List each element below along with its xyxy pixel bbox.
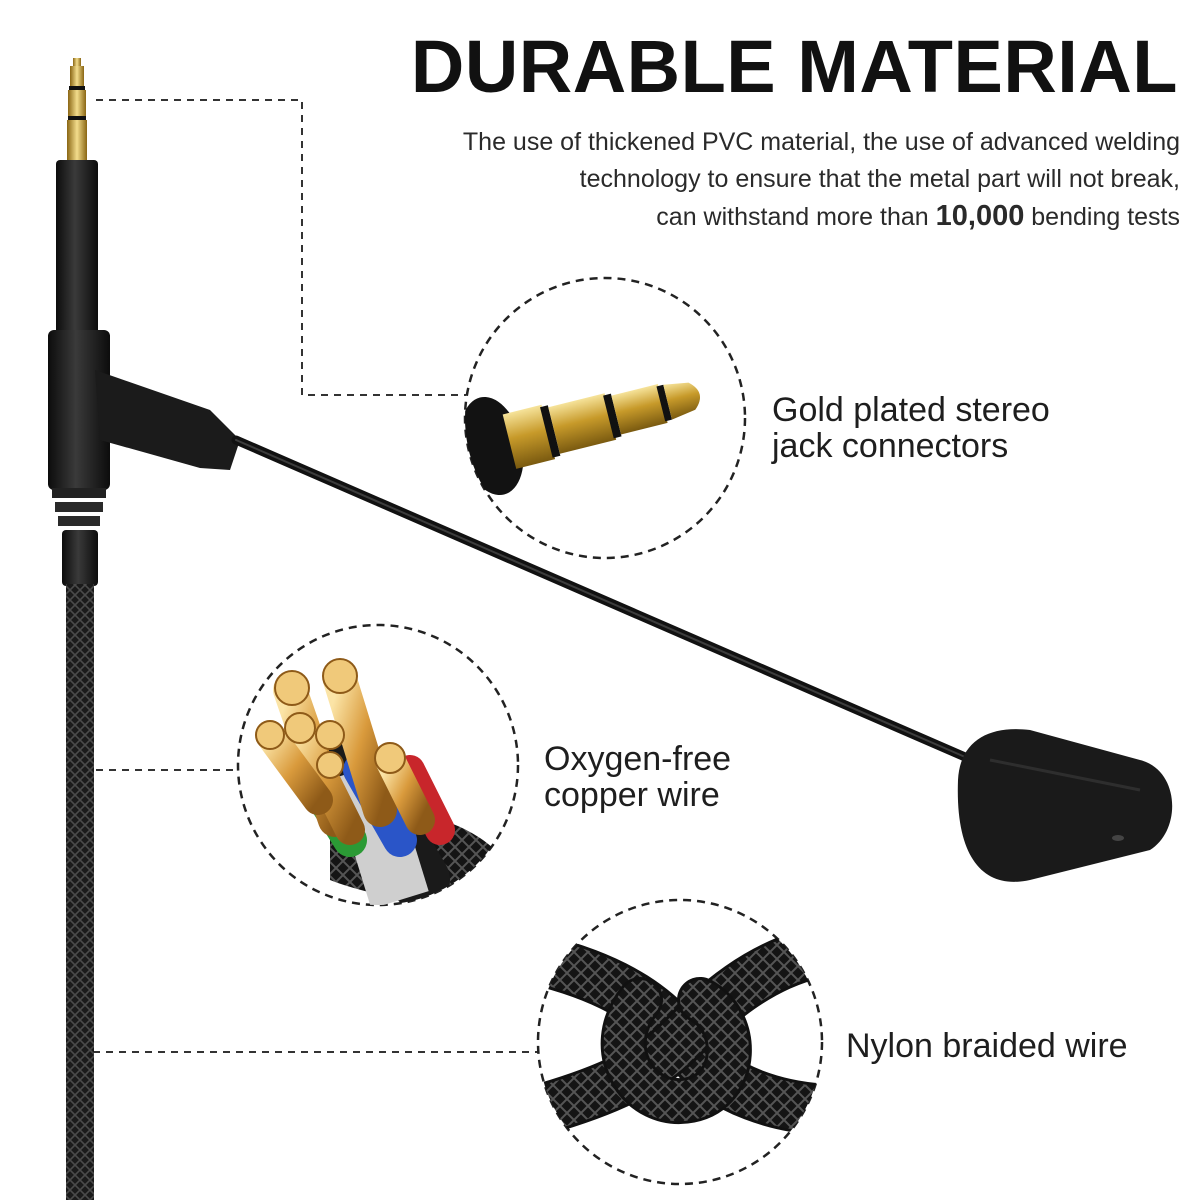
jack-plug-icon bbox=[48, 58, 110, 586]
nylon-braid-closeup-icon bbox=[536, 898, 824, 1186]
description: The use of thickened PVC material, the u… bbox=[320, 124, 1180, 236]
callout-copper-line-2: copper wire bbox=[544, 776, 720, 814]
leader-lines bbox=[80, 99, 540, 1053]
description-line-3: can withstand more than 10,000 bending t… bbox=[320, 198, 1180, 236]
bending-count: 10,000 bbox=[935, 200, 1025, 232]
description-line-1: The use of thickened PVC material, the u… bbox=[462, 128, 1180, 156]
boom-mic-icon bbox=[95, 370, 1173, 882]
description-line-2: technology to ensure that the metal part… bbox=[579, 165, 1180, 193]
callout-nylon-braid: Nylon braided wire bbox=[846, 1028, 1176, 1064]
copper-wire-closeup-icon bbox=[236, 623, 520, 907]
braided-cable-icon bbox=[66, 584, 94, 1200]
callout-nylon-line-1: Nylon braided wire bbox=[846, 1027, 1128, 1065]
callout-copper-wire: Oxygen-free copper wire bbox=[544, 741, 804, 813]
description-line-3-pre: can withstand more than bbox=[656, 203, 936, 231]
callout-copper-line-1: Oxygen-free bbox=[544, 740, 732, 778]
leader-line-gold bbox=[96, 99, 466, 396]
page-title: DURABLE MATERIAL bbox=[410, 25, 1178, 108]
callout-gold-line-2: jack connectors bbox=[772, 427, 1009, 465]
callout-gold-jack: Gold plated stereo jack connectors bbox=[772, 392, 1092, 464]
gold-jack-closeup-icon bbox=[463, 276, 747, 560]
description-line-3-post: bending tests bbox=[1024, 203, 1180, 231]
callout-gold-line-1: Gold plated stereo bbox=[772, 391, 1050, 429]
